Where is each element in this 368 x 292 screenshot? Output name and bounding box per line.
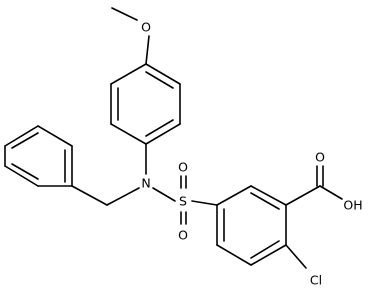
atom-o-sulfonyl-bottom: O [178,228,188,243]
bond-ring-cooh [285,185,321,206]
atom-s: S [179,194,187,209]
methoxyphenyl-ring [110,63,181,145]
bonds [4,7,343,269]
bond-ring-cl [285,244,307,269]
bond-n-ch2 [106,187,140,206]
atom-o-methoxy: O [141,20,151,35]
bond-n-s [152,187,176,202]
bond-c-oh [319,185,343,200]
atom-o-carbonyl: O [315,150,325,165]
benzyl-ring [4,125,73,187]
bond-methyl-o [111,7,138,21]
atom-o-sulfonyl-top: O [178,160,188,175]
bond-o-ring [145,35,150,65]
atom-n: N [141,176,150,191]
bond-ch2-phenyl [71,185,108,206]
bond-s-ring [191,200,218,206]
atom-oh: OH [343,198,362,213]
atom-cl: Cl [310,273,322,288]
benzoic-ring [216,185,287,266]
atom-labels: O N S O O O OH Cl [141,20,363,288]
